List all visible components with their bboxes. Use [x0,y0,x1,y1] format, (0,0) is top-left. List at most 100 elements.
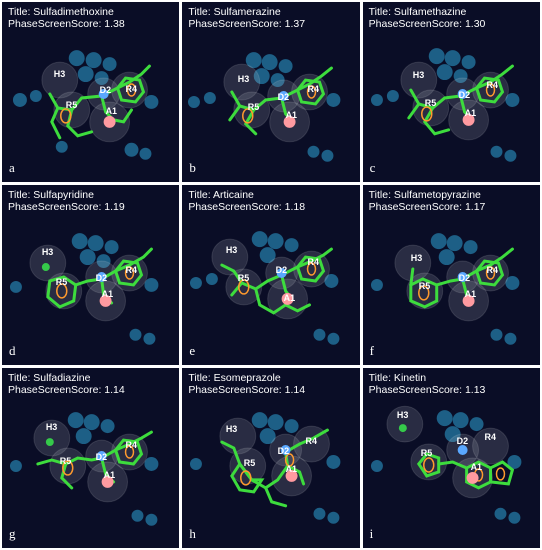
donor-marker [96,451,107,461]
aromatic-rings [60,83,137,124]
compound-title: Title: Esomeprazole [188,372,281,384]
panel-title-block: Title: Sulfadimethoxine PhaseScreenScore… [8,6,125,30]
pharmacophore-scene: H3 R5 D2 R4 A1 [190,231,340,345]
panel-title-block: Title: Sulfametopyrazine PhaseScreenScor… [369,189,486,213]
phase-screen-score: PhaseScreenScore: 1.30 [368,18,486,30]
feature-label-h3: H3 [410,253,421,263]
excluded-volume-spheres [9,233,159,345]
feature-label-r4: R4 [308,84,319,94]
feature-label-a1: A1 [104,470,115,480]
aromatic-rings [422,457,505,482]
panel-title-block: Title: Articaine PhaseScreenScore: 1.18 [188,189,305,213]
acceptor-marker [466,471,479,484]
feature-label-d2: D2 [278,92,289,102]
feature-label-a1: A1 [464,108,475,118]
phase-screen-score: PhaseScreenScore: 1.18 [188,201,306,213]
aromatic-rings [420,83,495,122]
excluded-volume-spheres [370,410,522,524]
phase-screen-score: PhaseScreenScore: 1.17 [368,201,486,213]
panel-b: H3 R5 D2 R4 A1 Title: Sulfamerazine Phas… [182,2,360,182]
hydrophobe-marker [45,438,54,447]
feature-label-h3: H3 [226,245,237,255]
feature-label-a1: A1 [470,462,481,472]
compound-title: Title: Sulfadimethoxine [8,6,114,18]
feature-label-r5: R5 [418,281,429,291]
feature-label-a1: A1 [284,293,295,303]
acceptor-marker [283,115,296,128]
acceptor-marker [285,469,298,482]
donor-marker [278,91,289,101]
panel-letter: f [369,343,374,358]
ligand-structure [416,452,514,490]
feature-label-r4: R4 [486,265,497,275]
phase-screen-score: PhaseScreenScore: 1.37 [188,18,306,30]
pharmacophore-scene: H3 R5 D2 R4 A1 [190,412,341,524]
pharmacophore-scene: H3 R5 D2 R4 A1 [370,405,522,524]
donor-marker [457,89,468,99]
feature-label-h3: H3 [54,69,65,79]
panel-letter: i [369,526,374,541]
feature-label-d2: D2 [96,452,107,462]
panel-f: H3 R5 D2 R4 A1 Title: Sulfametopyrazine … [362,185,540,365]
aromatic-rings [56,266,135,299]
feature-label-d2: D2 [278,446,289,456]
hydrophobe-marker [398,424,407,433]
phase-screen-score: PhaseScreenScore: 1.13 [368,384,486,396]
feature-label-r5: R5 [60,456,71,466]
panel-title-block: Title: Sulfamethazine PhaseScreenScore: … [369,6,486,30]
compound-title: Title: Articaine [188,189,254,201]
ligand-structure [46,247,153,309]
feature-label-h3: H3 [412,70,423,80]
panel-a: H3 R5 D2 R4 A1 Title: Sulfadimethoxine P… [2,2,180,182]
feature-label-r5: R5 [238,273,249,283]
feature-label-r4: R4 [484,432,495,442]
pharmacophore-scene: H3 R5 D2 R4 A1 [12,50,159,160]
feature-label-h3: H3 [46,422,57,432]
acceptor-marker [103,115,116,128]
phase-screen-score: PhaseScreenScore: 1.14 [188,384,306,396]
feature-label-d2: D2 [458,273,469,283]
excluded-volume-spheres [370,48,520,162]
panel-h: H3 R5 D2 R4 A1 Title: Esomeprazole Phase… [182,368,360,548]
panel-letter: b [189,160,196,175]
panel-g: H3 R5 D2 R4 A1 Title: Sulfadiazine Phase… [2,368,180,548]
feature-label-r4: R4 [306,436,317,446]
acceptor-marker [281,292,294,305]
ligand-structure [408,247,514,309]
excluded-volume-spheres [190,231,340,345]
feature-label-d2: D2 [100,85,111,95]
ligand-structure [220,428,330,508]
compound-title: Title: Sulfadiazine [8,372,91,384]
excluded-volume-spheres [370,233,520,345]
feature-label-h3: H3 [238,74,249,84]
feature-label-r4: R4 [486,80,497,90]
donor-marker [457,272,468,282]
feature-label-r5: R5 [56,277,67,287]
panel-letter: d [9,343,16,358]
panel-title-block: Title: Kinetin PhaseScreenScore: 1.13 [369,372,486,396]
donor-marker [457,445,468,456]
compound-title: Title: Sulfamerazine [188,6,281,18]
compound-title: Title: Sulfamethazine [368,6,467,18]
acceptor-marker [101,475,114,488]
compound-title: Title: Sulfapyridine [8,189,94,201]
pharmacophore-scene: H3 R5 D2 R4 A1 [9,233,159,345]
panel-title-block: Title: Esomeprazole PhaseScreenScore: 1.… [188,372,305,396]
pharmacophore-scene: H3 R5 D2 R4 A1 [370,48,520,162]
aromatic-rings [242,85,317,124]
panel-e: H3 R5 D2 R4 A1 Title: Articaine PhaseScr… [182,185,360,365]
panel-i: H3 R5 D2 R4 A1 Title: Kinetin PhaseScree… [362,368,540,548]
feature-label-h3: H3 [42,247,53,257]
pharmacophore-scene: H3 R5 D2 R4 A1 [9,412,159,526]
excluded-volume-spheres [12,50,159,160]
compound-title: Title: Sulfametopyrazine [368,189,481,201]
panel-letter: g [9,526,16,541]
hydrophobe-marker [41,263,50,272]
feature-label-r5: R5 [66,100,77,110]
excluded-volume-spheres [190,412,341,524]
feature-label-a1: A1 [106,106,117,116]
pharmacophore-scene: H3 R5 D2 R4 A1 [188,52,341,162]
feature-label-a1: A1 [286,110,297,120]
donor-marker [96,272,107,282]
feature-label-r4: R4 [126,265,137,275]
